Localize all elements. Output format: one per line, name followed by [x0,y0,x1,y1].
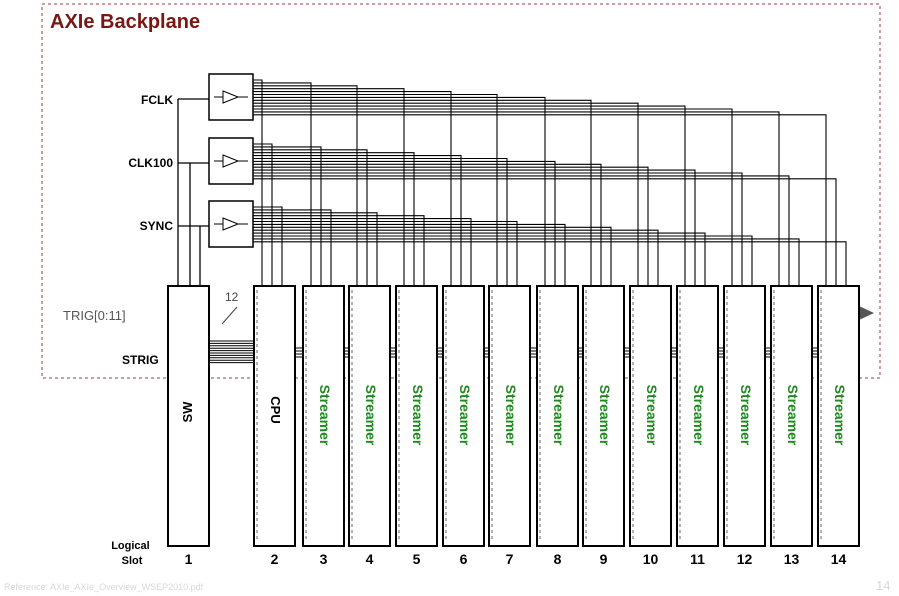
slot-number: 4 [366,551,374,567]
module-label: Streamer [363,385,379,446]
slot-number: 12 [737,551,753,567]
module-label: CPU [268,396,283,423]
module-label: Streamer [691,385,707,446]
module-label: Streamer [457,385,473,446]
module-label: Streamer [317,385,333,446]
module-slot-3: Streamer 3 [302,285,345,567]
clk100-label: CLK100 [128,156,173,170]
sync-label: SYNC [140,219,174,233]
strig-label: STRIG [122,353,159,367]
module-label: Streamer [832,385,848,446]
module-slot-4: Streamer 4 [348,285,391,567]
slot-number: 10 [643,551,659,567]
module-slot-13: Streamer 13 [770,285,813,567]
fclk-label: FCLK [141,93,173,107]
module-slot-14: Streamer 14 [817,285,860,567]
module-label: Streamer [644,385,660,446]
clock-buffer-3 [208,200,254,248]
footer-page-number: 14 [876,578,890,593]
slot-number: 14 [831,551,847,567]
module-label: Streamer [551,385,567,446]
module-box [629,285,672,547]
module-box [817,285,860,547]
module-box [395,285,438,547]
module-slot-1: SW 1 [167,285,210,567]
footer-reference: Reference: AXIe_AXIe_Overview_WSEP2010.p… [4,582,204,592]
module-box [348,285,391,547]
clock-buffers [208,73,254,248]
module-box [723,285,766,547]
clock-distribution-wires [177,79,847,286]
module-slot-8: Streamer 8 [536,285,579,567]
module-box [582,285,625,547]
module-box [676,285,719,547]
logical-slot-label: Logical Slot [111,540,153,567]
slot-number: 2 [271,551,279,567]
slot-number: 13 [784,551,800,567]
module-slot-9: Streamer 9 [582,285,625,567]
module-slot-5: Streamer 5 [395,285,438,567]
module-label: Streamer [597,385,613,446]
slot-number: 11 [690,551,705,567]
clock-buffer-1 [208,73,254,121]
slot-number: 3 [320,551,328,567]
slot-number: 5 [413,551,421,567]
module-box [302,285,345,547]
diagram-title: AXIe Backplane [50,11,200,33]
module-box [770,285,813,547]
slot-number: 9 [600,551,608,567]
module-label: SW [180,401,195,423]
trig-label: TRIG[0:11] [63,308,126,323]
module-label: Streamer [503,385,519,446]
module-slot-7: Streamer 7 [488,285,531,567]
module-box [488,285,531,547]
module-label: Streamer [785,385,801,446]
module-slot-2: CPU 2 [253,285,296,567]
bus-width-slash [221,306,238,325]
module-box [536,285,579,547]
slot-number: 1 [185,551,193,567]
module-slot-11: Streamer 11 [676,285,719,567]
module-box [442,285,485,547]
module-label: Streamer [738,385,754,446]
clock-buffer-2 [208,137,254,185]
module-slot-6: Streamer 6 [442,285,485,567]
continuation-arrow-icon [859,306,874,320]
slot-number: 7 [506,551,514,567]
module-slots: SW1CPU2Streamer3Streamer4Streamer5Stream… [167,285,860,567]
bus-width-label: 12 [225,290,239,304]
module-label: Streamer [410,385,426,446]
slot-number: 6 [460,551,468,567]
module-box [167,285,210,547]
module-slot-12: Streamer 12 [723,285,766,567]
module-slot-10: Streamer 10 [629,285,672,567]
module-box [253,285,296,547]
slot-number: 8 [554,551,562,567]
